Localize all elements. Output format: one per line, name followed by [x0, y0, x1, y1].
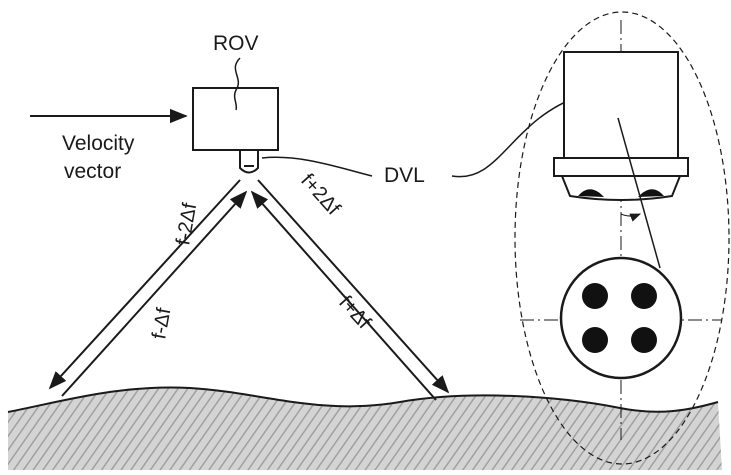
- seabed: [8, 387, 722, 470]
- dvl-transducer: [239, 149, 259, 174]
- rov-label: ROV: [213, 32, 259, 55]
- inset-transducer-right-side: [638, 189, 664, 197]
- velocity-label-line1: Velocity: [62, 132, 135, 155]
- beam-right-outgoing: [257, 179, 450, 394]
- dvl-label: DVL: [384, 164, 425, 187]
- seabed-surface-line: [7, 386, 719, 413]
- inset-dvl-housing: [563, 51, 679, 159]
- inset-transducer-face: [559, 256, 683, 380]
- beam-right-return: [250, 190, 437, 401]
- beam-out-left-label: f-2Δf: [172, 201, 201, 247]
- dvl-leader-right: [451, 95, 581, 178]
- beam-left-outgoing: [48, 179, 241, 390]
- detail-inset-outline: [514, 11, 730, 465]
- inset-beam-angle-arc: [620, 213, 642, 222]
- beam-back-right-label: f+Δf: [334, 292, 375, 334]
- inset-dvl-head: [560, 175, 682, 201]
- beam-back-left-label: f-Δf: [148, 306, 175, 341]
- transducer-element-bottom-left: [582, 327, 608, 353]
- inset-dvl-flange: [553, 157, 689, 177]
- velocity-label-line2: vector: [64, 160, 121, 183]
- beam-left-return: [61, 190, 248, 397]
- dvl-leader-left: [261, 156, 373, 177]
- inset-beam-axis: [617, 117, 661, 269]
- inset-transducer-left-side: [578, 189, 604, 197]
- beam-out-right-label: f+2Δf: [296, 170, 344, 220]
- transducer-element-top-right: [631, 283, 657, 309]
- transducer-element-top-left: [582, 283, 608, 309]
- transducer-element-bottom-right: [631, 327, 657, 353]
- rov-leader-line: [233, 57, 241, 111]
